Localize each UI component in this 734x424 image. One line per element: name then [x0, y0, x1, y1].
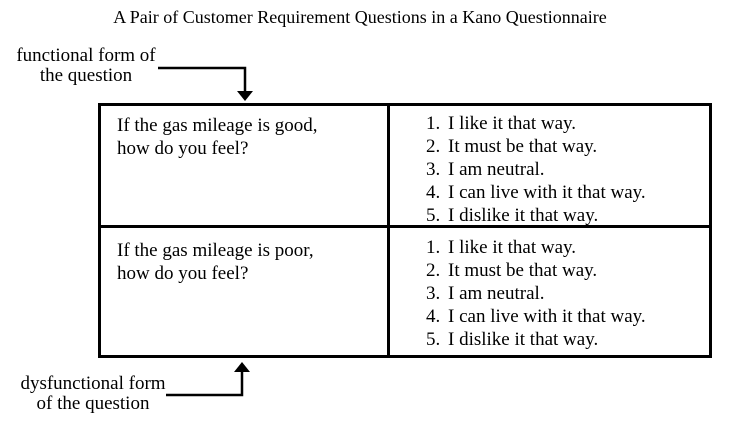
option-item: 4. I can live with it that way.	[426, 305, 705, 328]
option-text: It must be that way.	[448, 136, 598, 157]
dysfunctional-form-label-line1: dysfunctional form	[20, 373, 166, 394]
option-text: I dislike it that way.	[448, 205, 599, 226]
option-item: 1. I like it that way.	[426, 236, 705, 259]
option-number: 2.	[426, 260, 441, 281]
option-number: 2.	[426, 136, 441, 157]
functional-question-cell: If the gas mileage is good, how do you f…	[101, 106, 390, 228]
dysfunctional-form-label-line2: of the question	[36, 393, 150, 414]
option-item: 5. I dislike it that way.	[426, 204, 705, 227]
option-item: 2. It must be that way.	[426, 259, 705, 282]
option-text: I am neutral.	[448, 283, 545, 304]
option-text: I like it that way.	[448, 237, 577, 258]
option-number: 1.	[426, 113, 441, 134]
option-number: 4.	[426, 306, 441, 327]
option-number: 5.	[426, 205, 441, 226]
dysfunctional-options-cell: 1. I like it that way. 2. It must be that …	[390, 228, 709, 355]
option-item: 3. I am neutral.	[426, 158, 705, 181]
functional-question-line2: how do you feel?	[117, 138, 249, 159]
functional-options-cell: 1. I like it that way. 2. It must be that …	[390, 106, 709, 228]
functional-form-label-line2: the question	[39, 65, 133, 86]
option-number: 1.	[426, 237, 441, 258]
dysfunctional-question-cell: If the gas mileage is poor, how do you f…	[101, 228, 390, 355]
option-text: It must be that way.	[448, 260, 598, 281]
questionnaire-table: If the gas mileage is good, how do you f…	[98, 103, 712, 358]
option-number: 4.	[426, 182, 441, 203]
option-text: I can live with it that way.	[448, 306, 646, 327]
option-item: 4. I can live with it that way.	[426, 181, 705, 204]
option-item: 1. I like it that way.	[426, 112, 705, 135]
figure-title: A Pair of Customer Requirement Questions…	[113, 7, 607, 27]
option-text: I dislike it that way.	[448, 329, 599, 350]
option-number: 3.	[426, 159, 441, 180]
option-item: 5. I dislike it that way.	[426, 328, 705, 351]
dysfunctional-question-line2: how do you feel?	[117, 263, 249, 284]
option-number: 3.	[426, 283, 441, 304]
dysfunctional-form-label: dysfunctional form of the question	[6, 374, 180, 414]
option-text: I can live with it that way.	[448, 182, 646, 203]
option-text: I am neutral.	[448, 159, 545, 180]
option-item: 2. It must be that way.	[426, 135, 705, 158]
option-number: 5.	[426, 329, 441, 350]
option-item: 3. I am neutral.	[426, 282, 705, 305]
functional-form-label-line1: functional form of	[16, 45, 156, 66]
dysfunctional-question-line1: If the gas mileage is poor,	[117, 240, 314, 261]
functional-form-label: functional form of the question	[6, 46, 166, 86]
option-text: I like it that way.	[448, 113, 577, 134]
functional-arrow-down-icon	[158, 66, 253, 101]
functional-question-line1: If the gas mileage is good,	[117, 115, 318, 136]
